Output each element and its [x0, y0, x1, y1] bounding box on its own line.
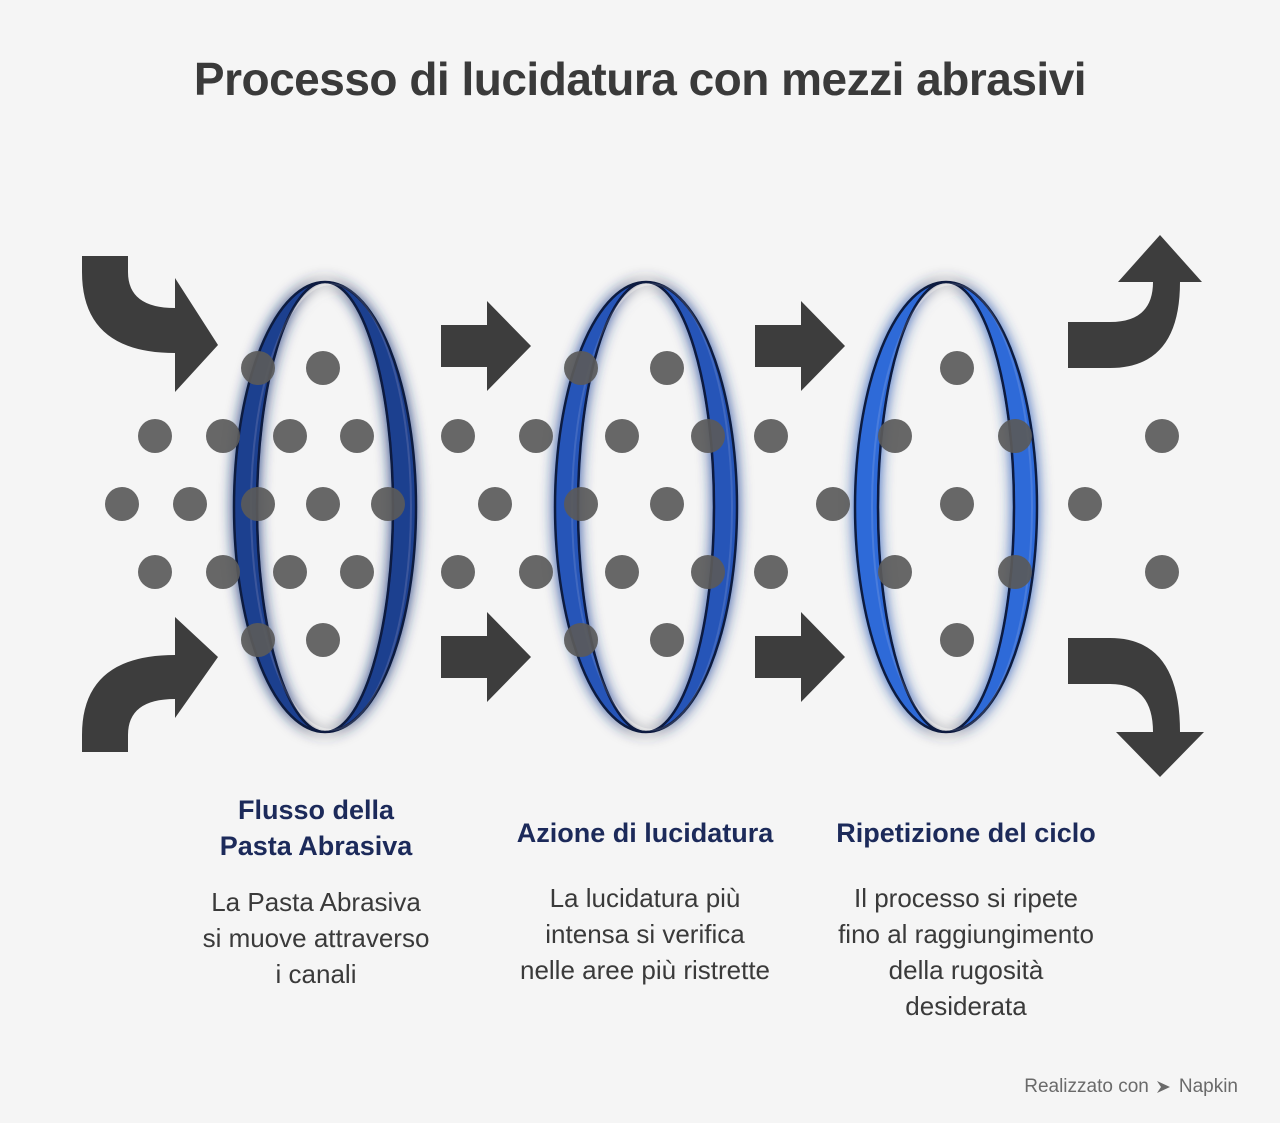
abrasive-particle: [340, 555, 374, 589]
abrasive-particle: [650, 623, 684, 657]
abrasive-particle: [441, 555, 475, 589]
abrasive-particle: [754, 419, 788, 453]
abrasive-particle: [306, 487, 340, 521]
abrasive-particle: [940, 351, 974, 385]
step-description: Il processo si ripete fino al raggiungime…: [796, 880, 1136, 1024]
step-description-line: desiderata: [905, 991, 1027, 1021]
step-description-line: La lucidatura più: [549, 883, 741, 913]
abrasive-particle: [1145, 555, 1179, 589]
step-title-line: Ripetizione del ciclo: [836, 818, 1096, 848]
step-title: Azione di lucidatura: [475, 815, 815, 851]
abrasive-particle: [1068, 487, 1102, 521]
step-description-line: della rugosità: [888, 955, 1044, 985]
abrasive-particle: [564, 623, 598, 657]
flow-arrow: [755, 612, 845, 702]
flow-arrow: [755, 301, 845, 391]
step-description-line: intensa si verifica: [545, 919, 745, 949]
abrasive-particle: [519, 419, 553, 453]
abrasive-particle: [441, 419, 475, 453]
abrasive-ring: [853, 280, 1039, 734]
step-description-line: fino al raggiungimento: [838, 919, 1094, 949]
abrasive-particle: [650, 351, 684, 385]
step-description: La lucidatura più intensa si verifica nell…: [475, 880, 815, 988]
abrasive-particle: [998, 419, 1032, 453]
step-description-line: nelle aree più ristrette: [519, 955, 771, 985]
abrasive-particle: [564, 487, 598, 521]
step-title-line: Flusso della: [237, 795, 395, 825]
abrasive-particle: [691, 555, 725, 589]
abrasive-particle: [754, 555, 788, 589]
abrasive-particle: [340, 419, 374, 453]
flow-arrow: [441, 301, 531, 391]
abrasive-particle: [241, 351, 275, 385]
abrasive-particle: [605, 419, 639, 453]
abrasive-particle: [306, 351, 340, 385]
abrasive-particle: [138, 555, 172, 589]
napkin-logo-icon: [1156, 1081, 1170, 1093]
footer-made-with: Realizzato con: [1024, 1076, 1149, 1097]
flow-arrow: [441, 612, 531, 702]
step-title: Ripetizione del ciclo: [796, 815, 1136, 851]
diagram-title: Processo di lucidatura con mezzi abrasiv…: [193, 53, 1087, 105]
step-description-line: i canali: [275, 959, 357, 989]
abrasive-particle: [173, 487, 207, 521]
abrasive-particle: [564, 351, 598, 385]
abrasive-particle: [605, 555, 639, 589]
abrasive-particle: [241, 487, 275, 521]
abrasive-particle: [816, 487, 850, 521]
abrasive-particle: [940, 623, 974, 657]
abrasive-particle: [650, 487, 684, 521]
abrasive-particle: [306, 623, 340, 657]
step-title-line: Pasta Abrasiva: [219, 831, 413, 861]
abrasive-particle: [998, 555, 1032, 589]
step-description-line: La Pasta Abrasiva: [211, 887, 421, 917]
outflow-arrow-top: [1068, 235, 1202, 368]
step-description-line: Il processo si ripete: [854, 883, 1078, 913]
abrasive-particle: [478, 487, 512, 521]
footer-credit: Realizzato con Napkin: [1024, 1076, 1238, 1098]
abrasive-particle: [206, 419, 240, 453]
abrasive-particle: [878, 555, 912, 589]
footer-brand: Napkin: [1178, 1076, 1238, 1097]
abrasive-particle: [105, 487, 139, 521]
abrasive-particle: [273, 419, 307, 453]
abrasive-particle: [138, 419, 172, 453]
abrasive-particle: [273, 555, 307, 589]
abrasive-particle: [519, 555, 553, 589]
inflow-arrow-bottom: [82, 617, 218, 752]
outflow-arrow-bottom: [1068, 638, 1204, 777]
abrasive-particle: [371, 487, 405, 521]
abrasive-particle: [878, 419, 912, 453]
abrasive-particle: [206, 555, 240, 589]
abrasive-particle: [940, 487, 974, 521]
step-title-line: Azione di lucidatura: [516, 818, 774, 848]
step-description: La Pasta Abrasiva si muove attraverso i ca…: [146, 884, 486, 992]
abrasive-particle: [241, 623, 275, 657]
inflow-arrow-top: [82, 256, 218, 392]
step-description-line: si muove attraverso: [202, 923, 430, 953]
abrasive-particle: [1145, 419, 1179, 453]
abrasive-particle: [691, 419, 725, 453]
